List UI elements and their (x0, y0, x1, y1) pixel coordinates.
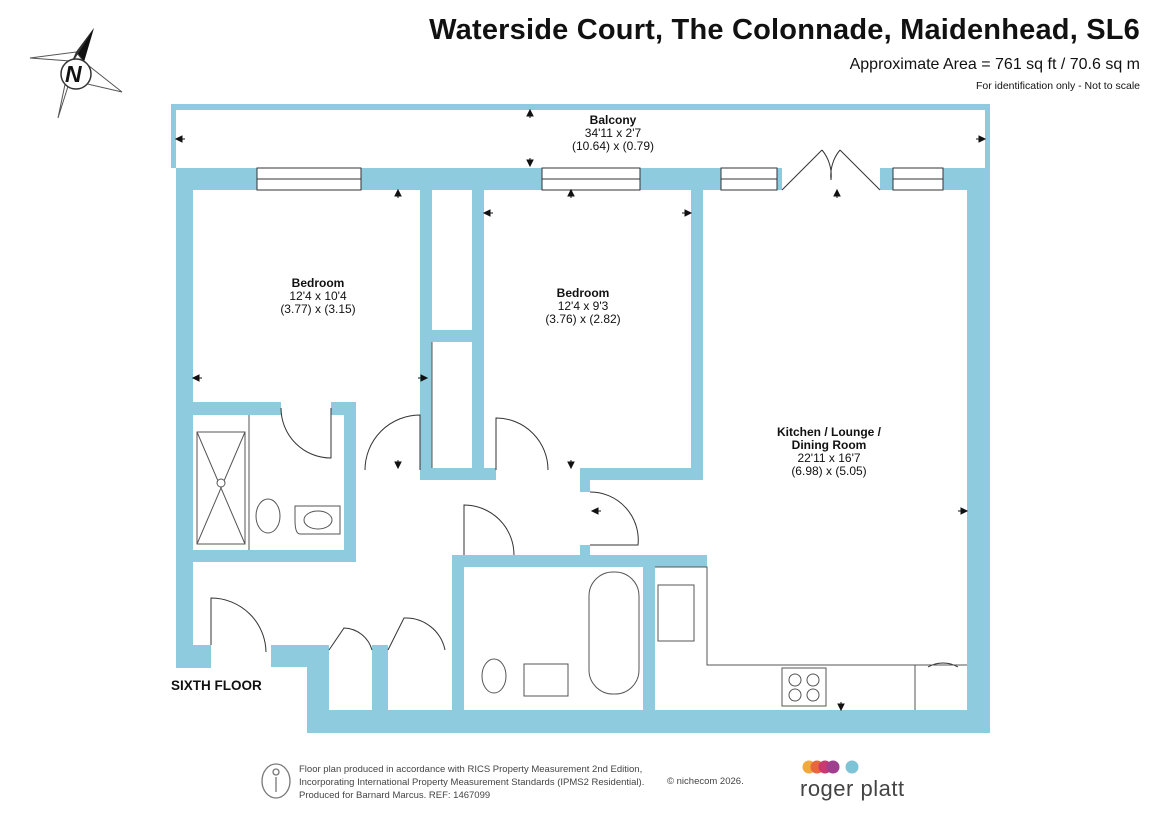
toilet-2 (481, 658, 507, 694)
brand-name: roger platt (800, 776, 905, 801)
footer-line-3: Produced for Barnard Marcus. REF: 146709… (299, 790, 491, 801)
room-label-bedroom-2: Bedroom 12'4 x 9'3 (3.76) x (2.82) (545, 287, 620, 326)
footer-line-1: Floor plan produced in accordance with R… (299, 764, 643, 775)
footer-line-2: Incorporating International Property Mea… (299, 777, 645, 788)
room-size-imperial: 34'11 x 2'7 (584, 126, 642, 140)
bath (588, 571, 640, 695)
measurement-arrows (174, 108, 987, 712)
room-size-imperial: 22'11 x 16'7 (797, 451, 861, 465)
toilet (255, 498, 281, 534)
room-label-kitchen-lounge: Kitchen / Lounge / Dining Room 22'11 x 1… (777, 426, 881, 478)
room-size-metric: (6.98) x (5.05) (791, 464, 867, 478)
hob (781, 667, 827, 707)
room-name-line2: Dining Room (791, 438, 867, 452)
room-name: Bedroom (291, 276, 345, 290)
room-size-metric: (10.64) x (0.79) (571, 139, 655, 153)
person-icon (261, 763, 291, 799)
kitchen-sink (657, 584, 695, 642)
identification-note: For identification only - Not to scale (976, 80, 1140, 92)
room-size-metric: (3.77) x (3.15) (280, 302, 356, 316)
room-size-metric: (3.76) x (2.82) (545, 312, 621, 326)
room-label-balcony: Balcony 34'11 x 2'7 (10.64) x (0.79) (572, 114, 654, 153)
room-name: Bedroom (556, 286, 610, 300)
fixtures (196, 342, 967, 710)
north-compass-icon (29, 28, 123, 119)
room-name: Balcony (589, 113, 637, 127)
approximate-area: Approximate Area = 761 sq ft / 70.6 sq m (849, 56, 1140, 73)
brand-logo-icon (802, 760, 859, 774)
floor-label: SIXTH FLOOR (171, 678, 262, 693)
room-name-line1: Kitchen / Lounge / (777, 425, 881, 439)
page-title: Waterside Court, The Colonnade, Maidenhe… (429, 14, 1140, 46)
room-size-imperial: 12'4 x 9'3 (557, 299, 609, 313)
footer-notes: Floor plan produced in accordance with R… (299, 763, 644, 802)
footer-copyright: © nichecom 2026. (667, 776, 744, 787)
windows (256, 167, 944, 191)
basin-2 (523, 663, 569, 697)
room-label-bedroom-1: Bedroom 12'4 x 10'4 (3.77) x (3.15) (280, 277, 355, 316)
compass-label: N (65, 61, 82, 87)
walls (171, 104, 990, 733)
doors (210, 149, 959, 668)
room-size-imperial: 12'4 x 10'4 (289, 289, 347, 303)
